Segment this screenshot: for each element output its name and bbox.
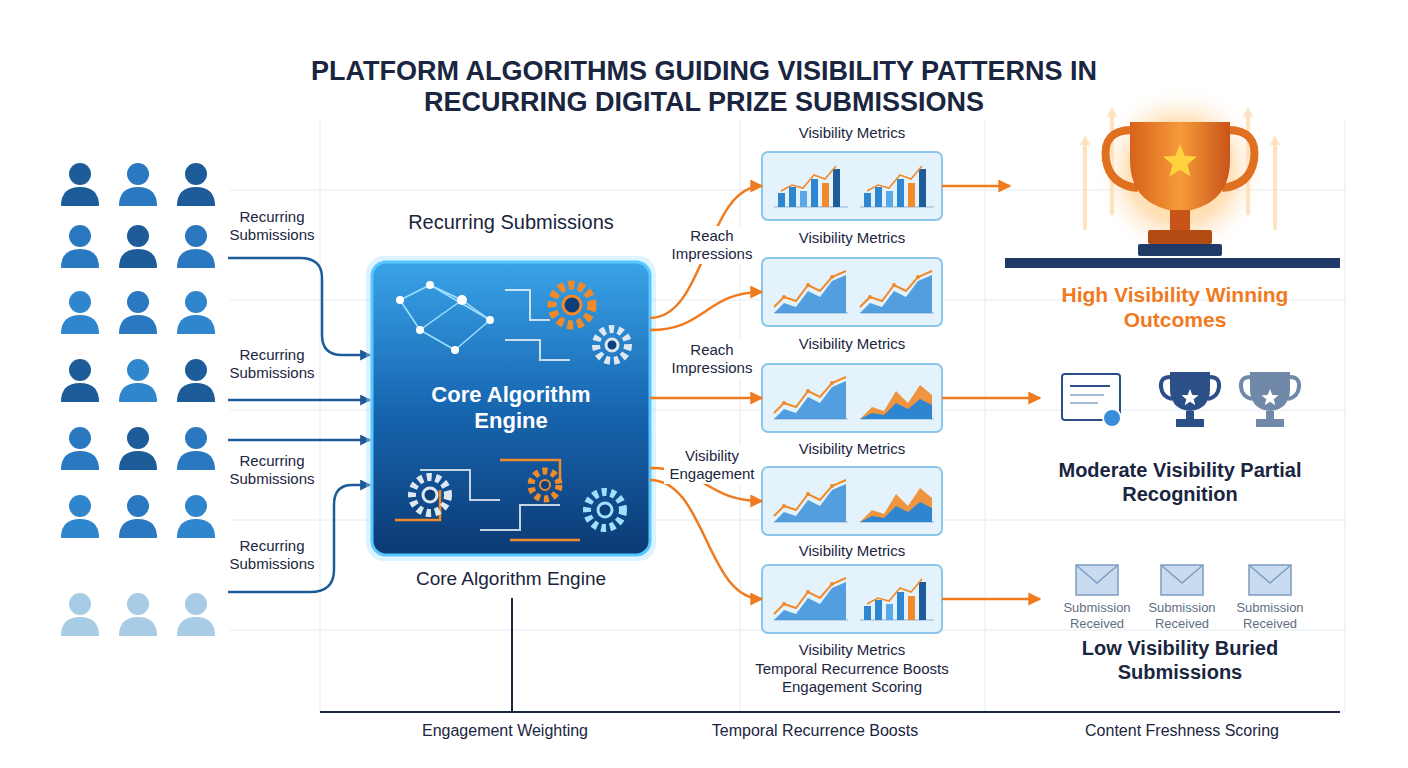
outcome-group: Low Visibility Buried Submissions bbox=[1040, 550, 1320, 692]
edge-label: Visibility Engagement bbox=[664, 446, 760, 484]
flow-connector bbox=[942, 397, 1040, 400]
engine-illustration bbox=[366, 256, 656, 561]
diagram-label: Temporal Recurrence Boosts bbox=[685, 721, 945, 740]
node-text: Visibility Metrics bbox=[752, 641, 952, 659]
submission-arrows bbox=[228, 258, 370, 592]
outcome-group: Moderate Visibility Partial Recognition bbox=[1040, 360, 1320, 510]
node-text: Visibility Metrics bbox=[752, 335, 952, 353]
metric-panel: Visibility MetricsVisibility Metrics bbox=[762, 152, 942, 220]
metric-panels bbox=[762, 152, 942, 633]
flow-connector bbox=[650, 292, 762, 330]
metric-panel: Visibility MetricsTemporal Recurrence Bo… bbox=[762, 565, 942, 633]
diagram-label: Recurring Submissions bbox=[222, 537, 322, 573]
node-text: Low Visibility Buried Submissions bbox=[1040, 636, 1320, 684]
engine-box: Recurring SubmissionsCore Algorithm Engi… bbox=[372, 262, 650, 555]
flow-connector bbox=[650, 186, 762, 318]
diagram-label: Recurring Submissions bbox=[222, 346, 322, 382]
node-text: Visibility Metrics bbox=[752, 229, 952, 247]
node-text: Recurring Submissions bbox=[372, 210, 650, 234]
metric-panel: Visibility Metrics bbox=[762, 364, 942, 432]
node-text: Core Algorithm Engine bbox=[416, 382, 606, 435]
diagram-label: Recurring Submissions bbox=[222, 208, 322, 244]
node-text: Moderate Visibility Partial Recognition bbox=[1040, 458, 1320, 506]
people-icons bbox=[61, 163, 215, 636]
recognition-icons bbox=[1062, 372, 1299, 427]
flow-connector bbox=[942, 185, 1010, 188]
background-grid bbox=[230, 120, 1345, 712]
flow-connector bbox=[650, 397, 762, 400]
metric-panel: Visibility Metrics bbox=[762, 258, 942, 326]
diagram-label: Recurring Submissions bbox=[222, 452, 322, 488]
diagram-label: Submission Received bbox=[1057, 600, 1137, 631]
diagram-label: Engagement Weighting bbox=[375, 721, 635, 740]
diagram-label: Content Freshness Scoring bbox=[1052, 721, 1312, 740]
node-text: High Visibility Winning Outcomes bbox=[1025, 282, 1325, 332]
diagram-label: Submission Received bbox=[1142, 600, 1222, 631]
node-text: Temporal Recurrence Boosts Engagement Sc… bbox=[747, 660, 957, 696]
flow-connector bbox=[942, 598, 1040, 601]
outcome-group: High Visibility Winning Outcomes bbox=[1010, 60, 1340, 335]
flow-connector bbox=[650, 480, 762, 599]
edge-label: Reach Impressions bbox=[666, 226, 758, 264]
winner-trophy bbox=[1005, 84, 1340, 268]
node-text: Visibility Metrics bbox=[752, 440, 952, 458]
edge-label: Reach Impressions bbox=[666, 340, 758, 378]
node-text: Visibility Metrics bbox=[752, 124, 952, 142]
diagram-label: Submission Received bbox=[1230, 600, 1310, 631]
diagram-title: PLATFORM ALGORITHMS GUIDING VISIBILITY P… bbox=[254, 56, 1154, 118]
node-text: Visibility Metrics bbox=[752, 542, 952, 560]
metric-panel: Visibility Metrics bbox=[762, 467, 942, 535]
envelope-icons bbox=[1076, 565, 1291, 595]
node-text: Core Algorithm Engine bbox=[362, 568, 660, 591]
